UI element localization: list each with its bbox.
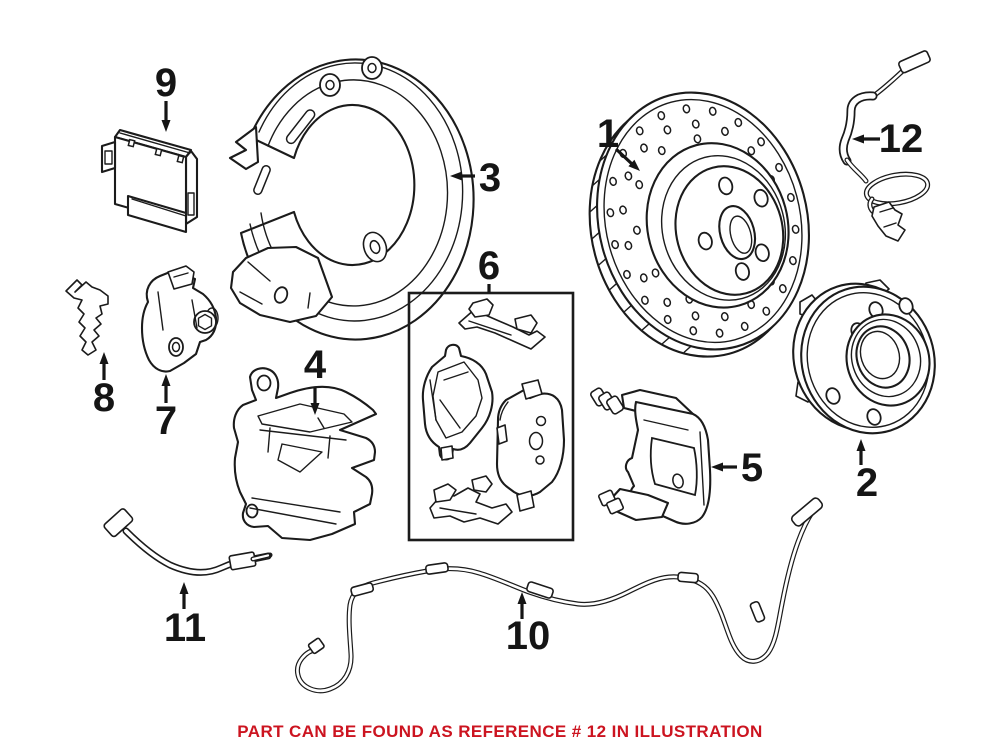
brake-pad-left xyxy=(421,343,494,461)
ref-number-4: 4 xyxy=(304,343,327,387)
pad-kit-box xyxy=(407,291,575,542)
ref-number-8: 8 xyxy=(93,376,115,420)
ref-label-2: 2 xyxy=(856,439,878,505)
ref-label-7: 7 xyxy=(155,374,177,443)
ref-label-6: 6 xyxy=(478,244,500,293)
ref-number-9: 9 xyxy=(155,61,177,105)
ref-number-3: 3 xyxy=(479,156,501,200)
ref-label-10: 10 xyxy=(506,592,551,658)
ref-label-1: 1 xyxy=(597,112,640,171)
pad-retaining-clip-top xyxy=(458,298,546,350)
ref-number-2: 2 xyxy=(856,461,878,505)
reference-caption: PART CAN BE FOUND AS REFERENCE # 12 IN I… xyxy=(237,722,762,741)
ref-number-12: 12 xyxy=(879,117,924,161)
ref-number-6: 6 xyxy=(478,244,500,288)
part-7-parking-brake-actuator xyxy=(140,265,219,373)
part-12-abs-speed-sensor xyxy=(843,50,931,242)
rotor-rim-ticks xyxy=(589,132,692,353)
ref-arrow-1 xyxy=(614,147,634,166)
ref-label-3: 3 xyxy=(450,156,501,200)
part-11-brake-hose xyxy=(103,508,273,573)
part-3-splash-shield xyxy=(228,56,475,341)
ref-label-5: 5 xyxy=(711,446,763,490)
part-6-brake-pad-kit xyxy=(407,291,575,542)
ref-number-7: 7 xyxy=(155,399,177,443)
ref-number-11: 11 xyxy=(164,606,206,650)
ref-label-12: 12 xyxy=(852,117,923,161)
part-9-control-module xyxy=(100,128,199,234)
ref-label-9: 9 xyxy=(155,61,177,132)
part-4-brake-caliper xyxy=(232,367,378,542)
ref-number-1: 1 xyxy=(597,112,619,156)
part-5-caliper-bracket xyxy=(590,387,712,525)
ref-label-8: 8 xyxy=(93,352,115,420)
pad-retaining-clip-bottom xyxy=(429,475,513,525)
ref-label-4: 4 xyxy=(304,343,327,415)
part-2-wheel-hub xyxy=(792,279,936,435)
part-1-brake-rotor xyxy=(588,91,810,358)
ref-number-5: 5 xyxy=(741,446,763,490)
ref-label-11: 11 xyxy=(164,582,206,650)
part-8-retaining-clip xyxy=(65,279,109,356)
part-10-brake-pad-wear-sensor xyxy=(297,497,824,690)
brake-pad-right xyxy=(495,379,566,512)
ref-number-10: 10 xyxy=(506,614,551,658)
